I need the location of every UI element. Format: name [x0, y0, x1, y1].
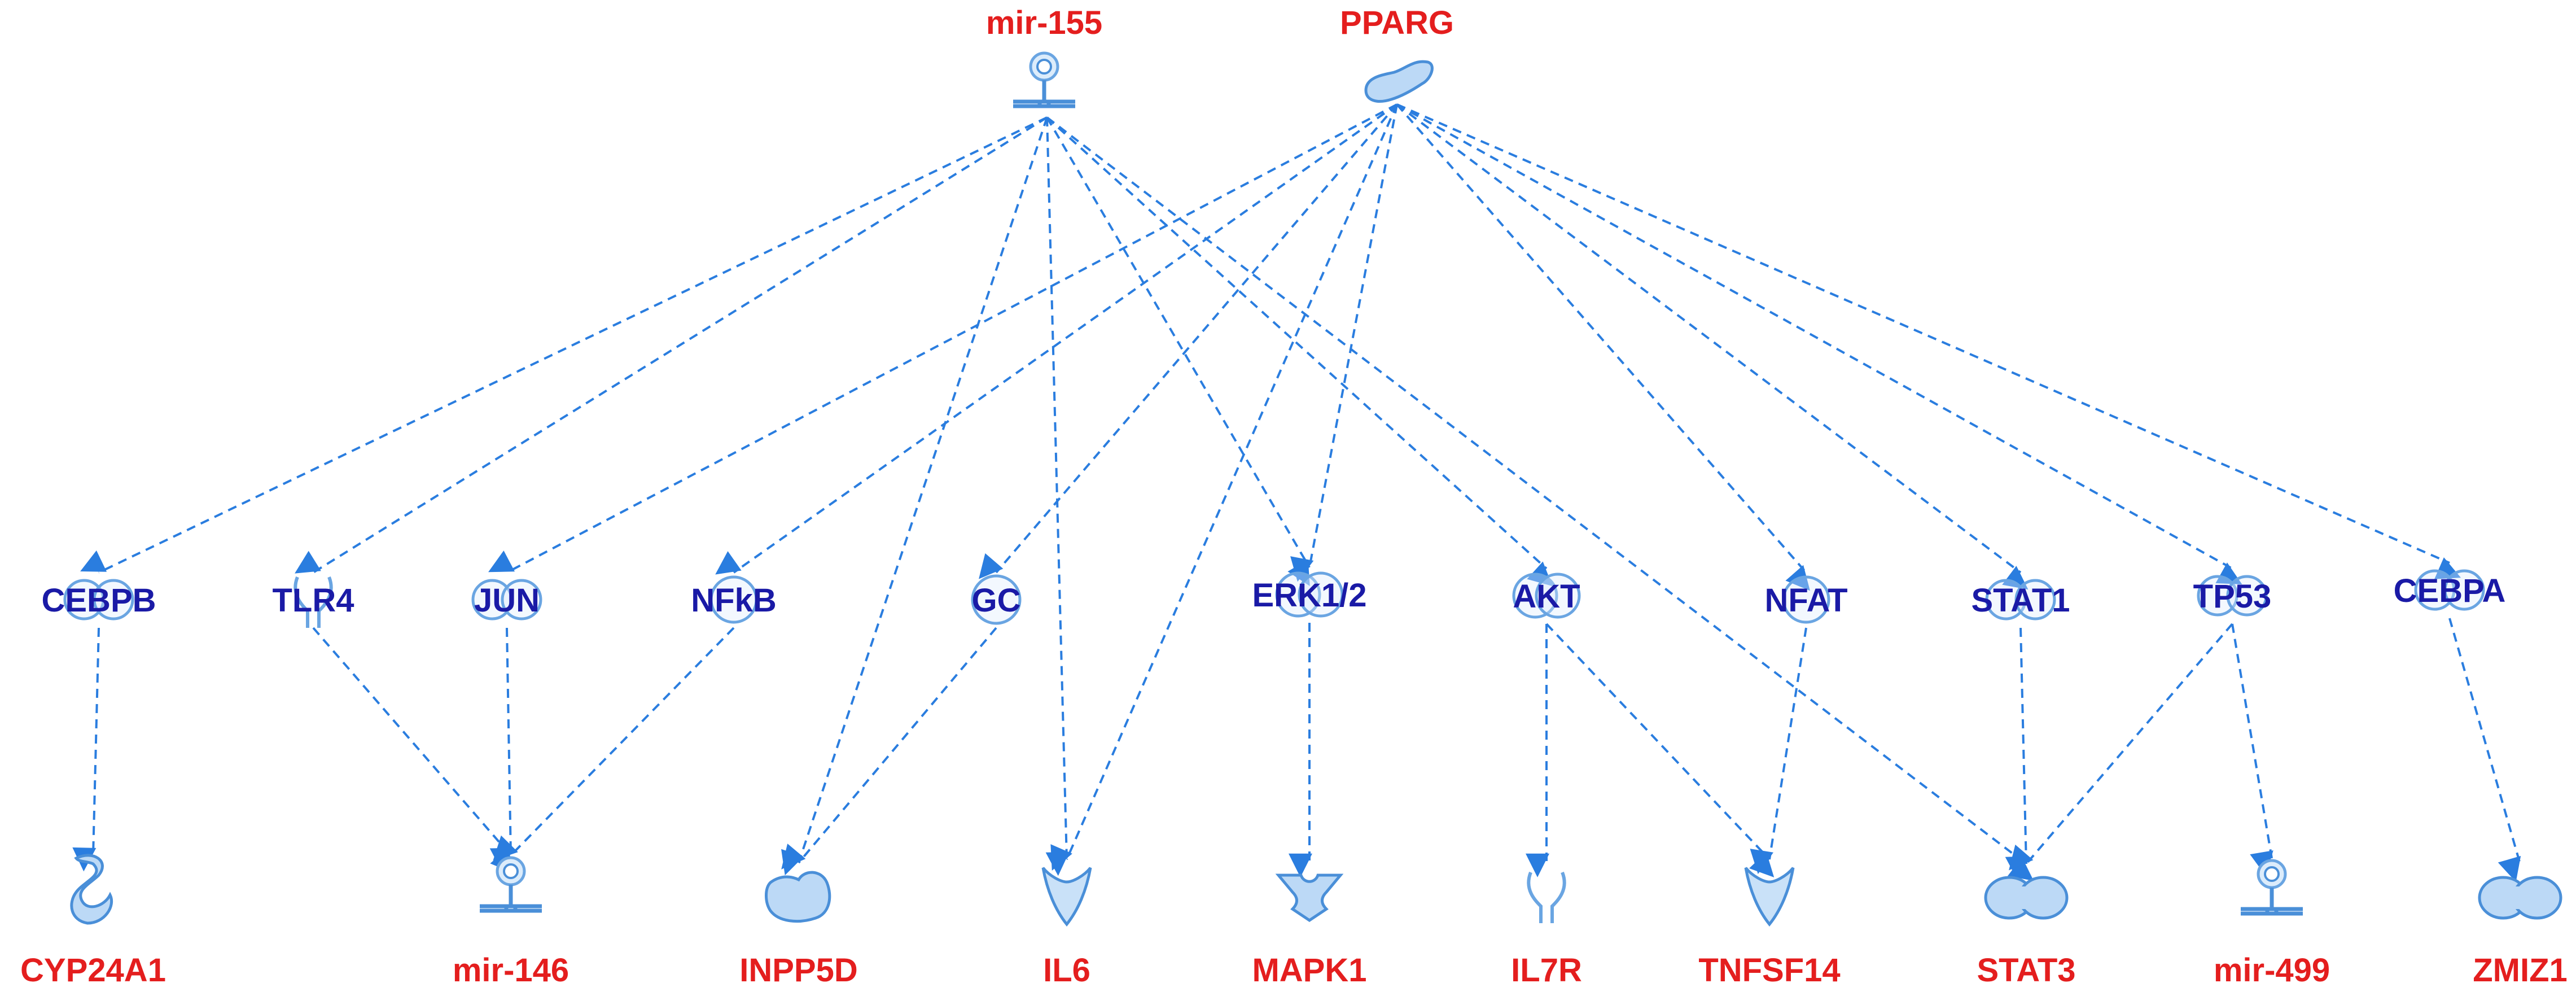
edge-pparg-to-erk: [1290, 104, 1398, 582]
edge-stat1-to-stat3: [2005, 627, 2029, 881]
node-mir499: mir-499: [2214, 859, 2330, 989]
node-tnfsf14: TNFSF14: [1698, 867, 1841, 989]
nuclear-receptor-icon: [1364, 60, 1434, 103]
node-label-mir499: mir-499: [2214, 952, 2330, 989]
node-label-cyp24a1: CYP24A1: [20, 952, 166, 989]
node-stat3: STAT3: [1977, 876, 2076, 989]
cytokine-icon: [1744, 867, 1795, 927]
transcription-regulator-icon: [471, 579, 542, 621]
edge-mir155-to-il6: [1045, 117, 1070, 876]
microrna-icon: [2241, 859, 2303, 916]
edge-pparg-to-il6: [1050, 104, 1398, 871]
node-tlr4: TLR4: [273, 576, 354, 628]
node-akt: AKT: [1512, 573, 1581, 619]
transmembrane-receptor-icon: [1527, 871, 1566, 923]
node-mapk1: MAPK1: [1252, 873, 1367, 989]
edge-mir155-to-akt: [1046, 116, 1553, 587]
node-mir146: mir-146: [453, 856, 569, 989]
node-label-jun: JUN: [474, 582, 540, 619]
edge-pparg-to-jun: [488, 103, 1397, 574]
microrna-icon: [1013, 51, 1075, 108]
node-il7r: IL7R: [1511, 871, 1582, 989]
node-label-erk: ERK1/2: [1252, 577, 1366, 614]
edge-pparg-to-cebpa: [1396, 103, 2461, 579]
node-label-cebpa: CEBPA: [2394, 573, 2506, 609]
edge-mir155-to-cebpb: [80, 116, 1048, 574]
node-zmiz1: ZMIZ1: [2473, 876, 2568, 989]
transcription-regulator-icon: [63, 579, 134, 621]
node-erk: ERK1/2: [1252, 571, 1367, 618]
kinase-icon: [1275, 873, 1344, 923]
transcription-regulator-icon: [1984, 876, 2069, 920]
transcription-regulator-icon: [2197, 575, 2268, 617]
node-label-mir155: mir-155: [986, 5, 1102, 41]
microrna-icon: [480, 856, 542, 913]
node-tp53: TP53: [2193, 575, 2272, 617]
node-label-pparg: PPARG: [1340, 5, 1454, 41]
node-label-nfat: NFAT: [1764, 582, 1847, 619]
node-jun: JUN: [471, 579, 542, 621]
node-gc: GC: [971, 574, 1022, 625]
edge-tp53-to-stat3: [2009, 623, 2233, 871]
node-nfkb: NFkB: [691, 575, 777, 624]
edge-nfkb-to-mir146: [493, 627, 735, 861]
edge-pparg-to-nfkb: [715, 103, 1398, 575]
node-il6: IL6: [1041, 867, 1092, 989]
node-label-nfkb: NFkB: [691, 582, 776, 619]
group-icon: [1512, 573, 1581, 619]
node-cebpa: CEBPA: [2394, 569, 2506, 611]
node-cyp24a1: CYP24A1: [20, 854, 166, 989]
transcription-regulator-icon: [2414, 569, 2485, 611]
edge-mir155-to-erk: [1046, 116, 1311, 586]
node-label-tnfsf14: TNFSF14: [1698, 952, 1840, 989]
nodes-layer: mir-155 PPARG CEBPB TLR4 JUN NFkB GC ERK1/2 AKT N…: [20, 5, 2568, 989]
complex-icon: [709, 575, 758, 624]
transcription-regulator-icon: [2478, 876, 2562, 920]
node-stat1: STAT1: [1971, 579, 2070, 621]
edge-mir155-to-tlr4: [295, 116, 1048, 574]
edge-gc-to-inpp5d: [781, 627, 997, 870]
node-cebpb: CEBPB: [41, 579, 156, 621]
complex-icon: [1782, 575, 1830, 624]
node-label-mapk1: MAPK1: [1252, 952, 1366, 989]
node-label-tp53: TP53: [2193, 578, 2272, 615]
node-pparg: PPARG: [1340, 5, 1454, 103]
node-label-akt: AKT: [1513, 578, 1580, 615]
edge-mir155-to-stat3: [1046, 116, 2034, 881]
node-label-tlr4: TLR4: [273, 582, 354, 619]
edge-tp53-to-mir499: [2231, 623, 2273, 876]
group-icon: [1275, 571, 1344, 618]
edge-pparg-to-nfat: [1396, 103, 1810, 591]
node-label-stat3: STAT3: [1977, 952, 2075, 989]
node-label-cebpb: CEBPB: [41, 582, 156, 619]
node-label-zmiz1: ZMIZ1: [2473, 952, 2568, 989]
phosphatase-icon: [765, 871, 831, 923]
edge-pparg-to-gc: [979, 103, 1398, 579]
edge-nfat-to-tnfsf14: [1750, 627, 1807, 874]
edge-pparg-to-stat1: [1396, 103, 2029, 590]
edge-cebpb-to-cyp24a1: [72, 627, 100, 872]
node-label-il7r: IL7R: [1511, 952, 1582, 989]
edge-akt-to-tnfsf14: [1545, 623, 1775, 877]
transporter-icon: [971, 574, 1022, 625]
node-nfat: NFAT: [1764, 575, 1848, 624]
node-label-gc: GC: [972, 582, 1021, 619]
node-label-il6: IL6: [1043, 952, 1090, 989]
edge-pparg-to-tp53: [1396, 103, 2242, 584]
node-mir155: mir-155: [986, 5, 1102, 108]
cytokine-icon: [1041, 867, 1092, 927]
edge-cebpa-to-zmiz1: [2448, 618, 2521, 883]
edge-jun-to-mir146: [489, 627, 514, 872]
edge-tlr4-to-mir146: [312, 627, 515, 874]
edge-mir155-to-inpp5d: [781, 117, 1048, 876]
node-label-mir146: mir-146: [453, 952, 569, 989]
edges-layer: [72, 103, 2521, 883]
node-label-inpp5d: INPP5D: [739, 952, 858, 989]
node-label-stat1: STAT1: [1971, 582, 2070, 619]
enzyme-icon: [70, 854, 113, 925]
transmembrane-receptor-icon: [293, 576, 333, 628]
transcription-regulator-icon: [1985, 579, 2056, 621]
node-inpp5d: INPP5D: [739, 871, 858, 989]
